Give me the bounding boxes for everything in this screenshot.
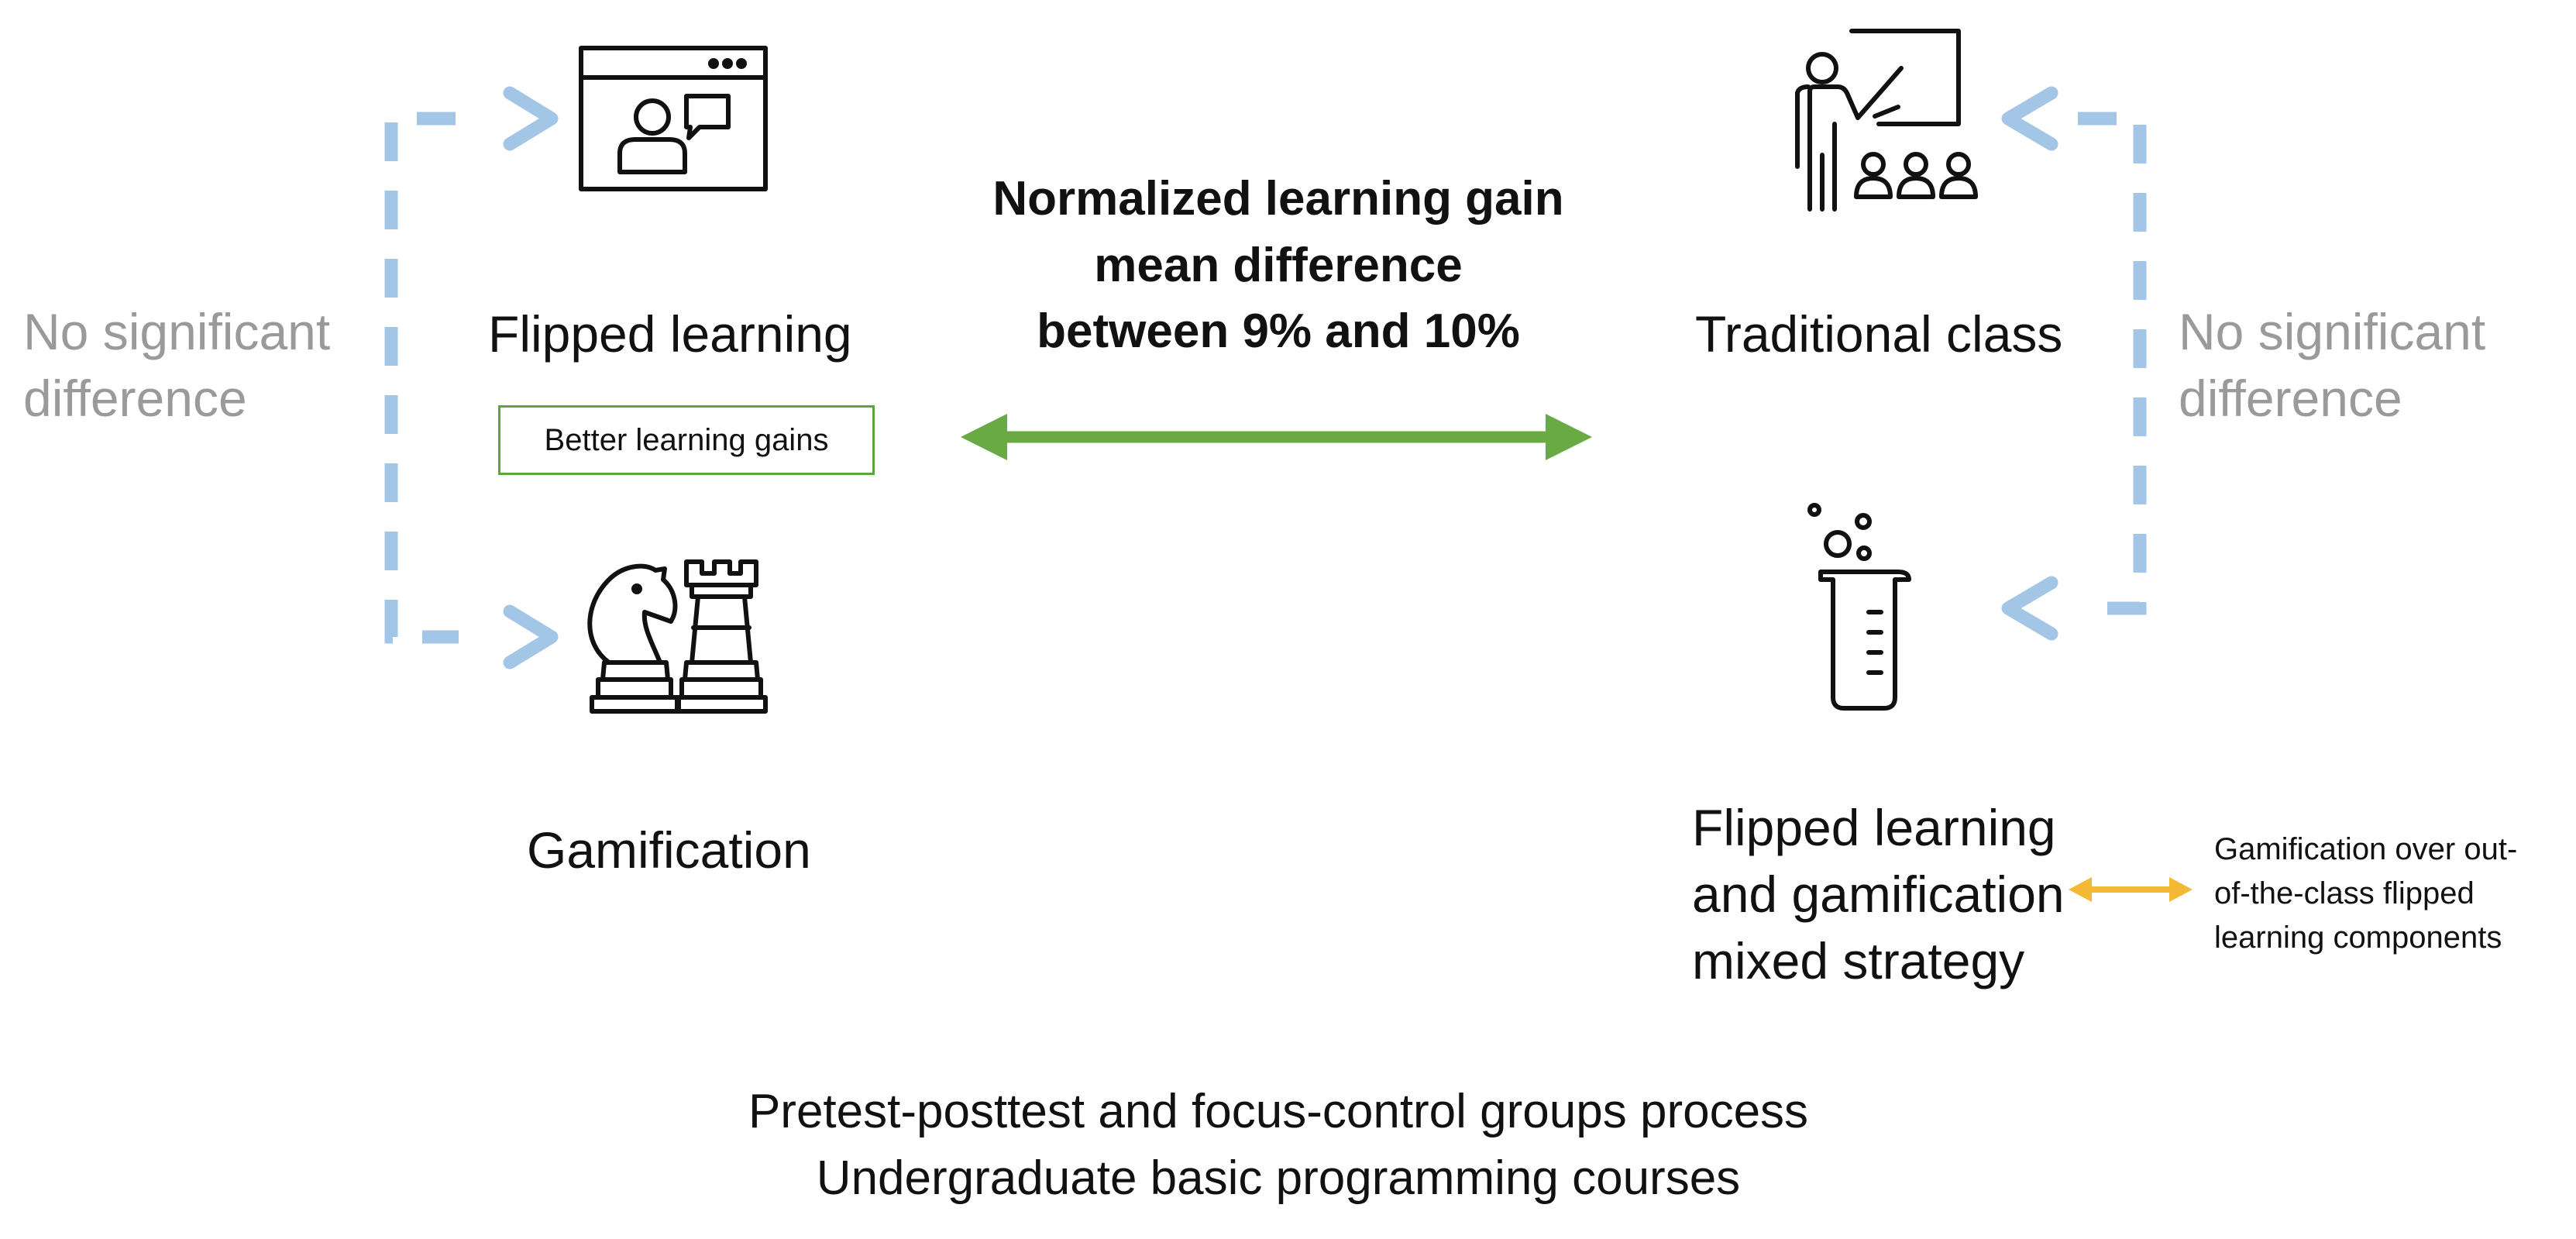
left-dashed-connector — [384, 86, 559, 669]
learning-gain-result: Normalized learning gain mean difference… — [883, 166, 1673, 365]
teacher-presentation-icon — [1795, 29, 1978, 212]
left-no-difference-line-2: difference — [23, 369, 247, 427]
mixed-strategy-note-line-2: of-the-class flipped — [2214, 876, 2475, 911]
right-no-difference-line-2: difference — [2179, 369, 2402, 427]
study-course-line: Undergraduate basic programming courses — [816, 1151, 1741, 1205]
left-no-difference-label: No significant difference — [23, 299, 330, 432]
better-learning-gains-text: Better learning gains — [544, 422, 829, 457]
mixed-strategy-note-line-3: learning components — [2214, 921, 2502, 955]
study-description: Pretest-posttest and focus-control group… — [542, 1079, 2014, 1211]
flipped-learning-label: Flipped learning — [488, 305, 852, 363]
learning-gain-line-3: between 9% and 10% — [1037, 305, 1520, 359]
mixed-strategy-line-3: mixed strategy — [1692, 931, 2025, 989]
right-no-difference-label: No significant difference — [2179, 299, 2485, 432]
mixed-strategy-label: Flipped learning and gamification mixed … — [1692, 795, 2065, 994]
left-no-difference-line-1: No significant — [23, 303, 331, 360]
right-dashed-connector — [2001, 86, 2147, 641]
green-double-arrow — [961, 414, 1592, 460]
traditional-class-label: Traditional class — [1695, 305, 2063, 363]
mixed-strategy-line-1: Flipped learning — [1692, 799, 2056, 856]
mixed-strategy-line-2: and gamification — [1692, 865, 2065, 923]
chess-pieces-icon — [587, 559, 768, 714]
gamification-label: Gamification — [527, 821, 811, 879]
learning-gain-line-1: Normalized learning gain — [992, 172, 1564, 225]
study-process-line: Pretest-posttest and focus-control group… — [748, 1085, 1809, 1138]
learning-gain-line-2: mean difference — [1094, 238, 1463, 292]
video-call-icon — [579, 46, 768, 191]
better-learning-gains-box: Better learning gains — [498, 405, 875, 475]
beaker-icon — [1807, 503, 1911, 711]
orange-double-arrow — [2069, 877, 2193, 902]
mixed-strategy-note-line-1: Gamification over out- — [2214, 832, 2518, 866]
right-no-difference-line-1: No significant — [2179, 303, 2486, 360]
mixed-strategy-note: Gamification over out- of-the-class flip… — [2214, 828, 2517, 961]
